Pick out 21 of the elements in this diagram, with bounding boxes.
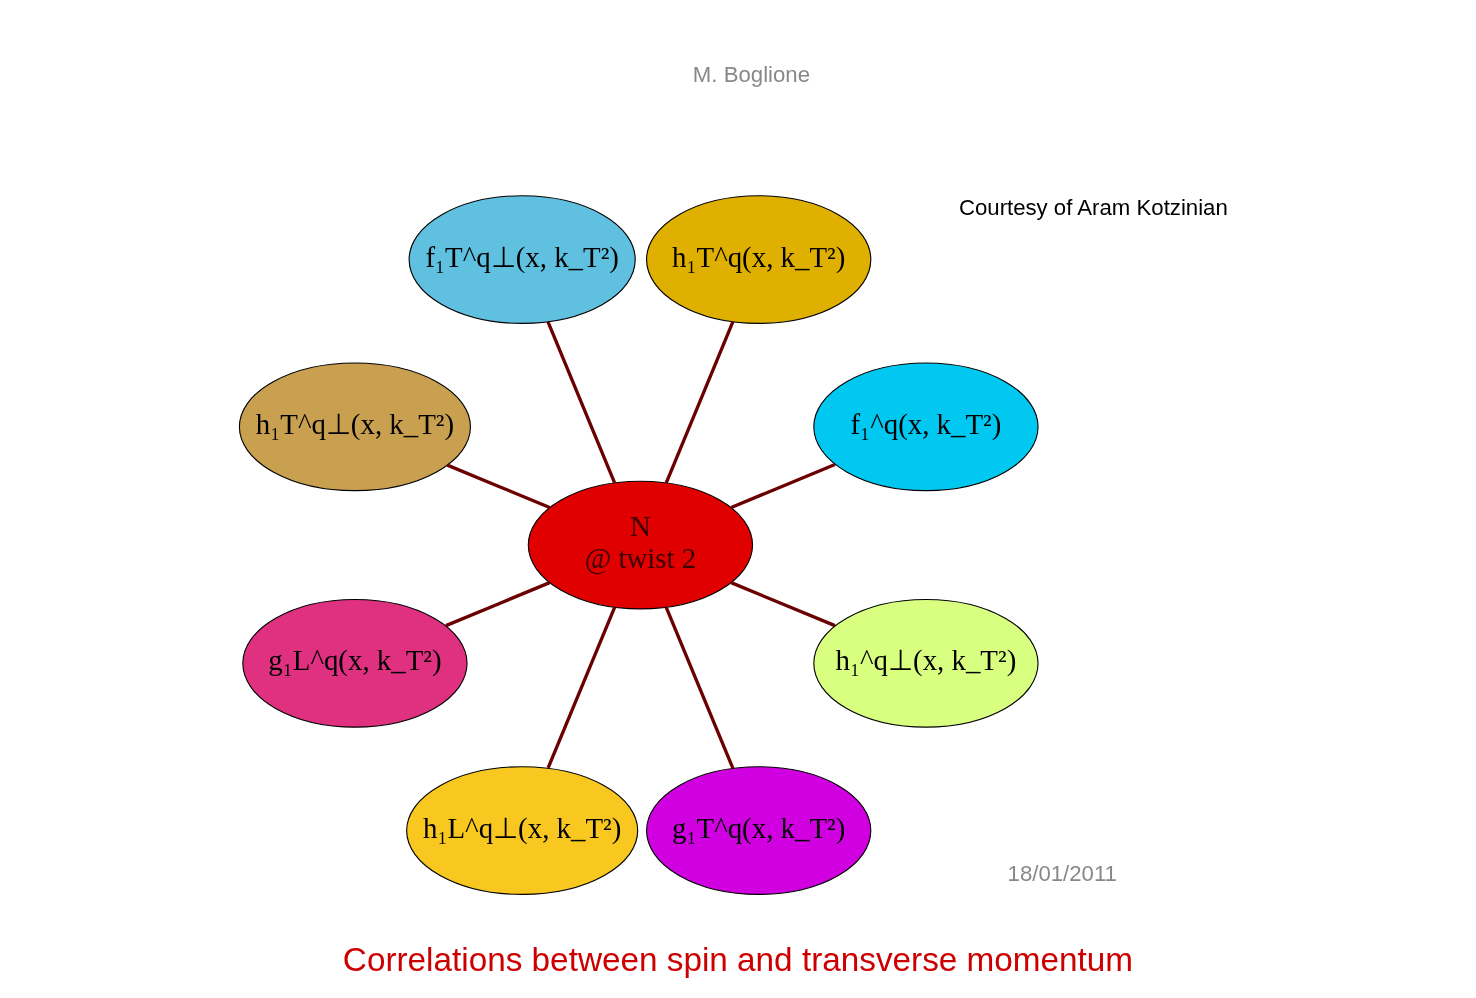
node-ellipse: g₁L^q(x, k_T²)	[242, 598, 468, 728]
label: Courtesy of Aram Kotzinian	[958, 195, 1228, 221]
connector	[446, 463, 551, 510]
connector	[730, 581, 836, 628]
connector	[664, 606, 735, 770]
node-ellipse: h₁^q⊥(x, k_T²)	[813, 598, 1039, 728]
diagram-title: Correlations between spin and transverse momentum	[342, 940, 1134, 978]
node-ellipse: h₁T^q⊥(x, k_T²)	[238, 362, 471, 492]
connector	[546, 606, 617, 769]
node-ellipse: h₁T^q(x, k_T²)	[646, 195, 872, 324]
node-ellipse: N @ twist 2	[527, 480, 754, 610]
connector	[664, 321, 735, 484]
connector	[546, 321, 617, 484]
connector	[730, 462, 836, 510]
node-ellipse: f₁T^q⊥(x, k_T²)	[408, 195, 636, 324]
connector	[445, 581, 551, 628]
node-ellipse: f₁^q(x, k_T²)	[813, 362, 1039, 492]
node-ellipse: g₁T^q(x, k_T²)	[646, 766, 872, 895]
label: M. Boglione	[692, 62, 811, 88]
label: 18/01/2011	[1007, 861, 1117, 887]
node-ellipse: h₁L^q⊥(x, k_T²)	[406, 766, 639, 895]
